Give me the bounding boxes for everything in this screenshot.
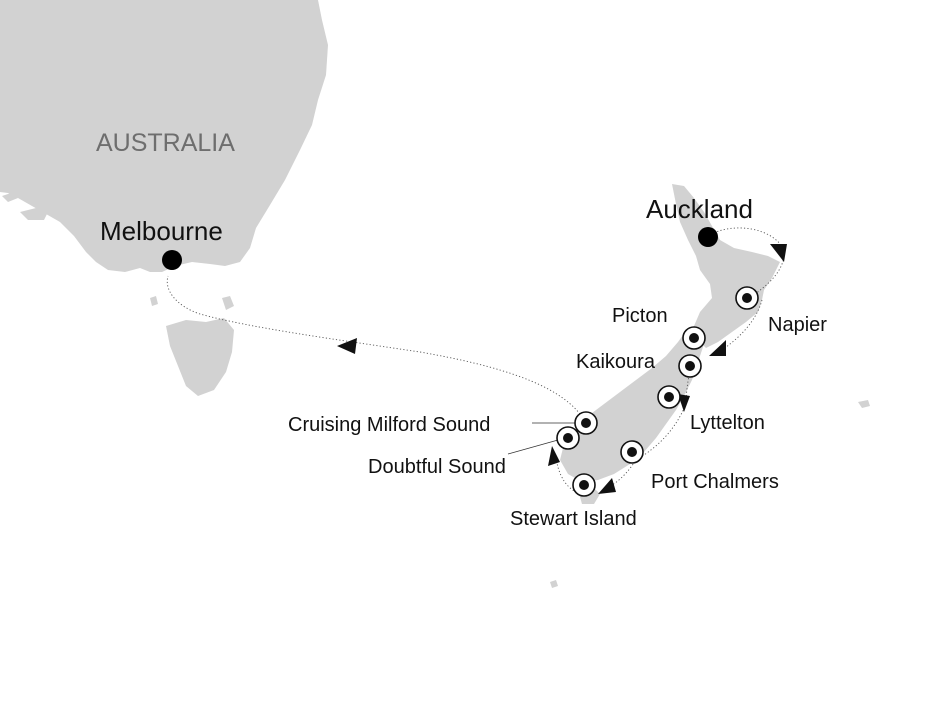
- south-island: [560, 326, 704, 482]
- tasmania: [166, 318, 234, 396]
- label-melbourne: Melbourne: [100, 216, 223, 246]
- cruise-route: [166, 227, 787, 495]
- australia-mainland: [0, 0, 328, 272]
- port-chalmers-marker[interactable]: [620, 440, 644, 464]
- label-leaders: [507, 422, 576, 455]
- melbourne-marker[interactable]: [162, 250, 182, 270]
- lyttelton-marker[interactable]: [657, 385, 681, 409]
- spencer-gulf-island: [2, 192, 18, 202]
- flinders-island: [222, 296, 234, 310]
- label-auckland: Auckland: [646, 194, 753, 224]
- route-arrow-3: [678, 394, 690, 412]
- route-milford-melbourne: [166, 275, 581, 415]
- route-lyttelton-portchalmers: [601, 403, 687, 491]
- label-port-chalmers: Port Chalmers: [651, 471, 779, 493]
- chatham-islands: [858, 400, 870, 408]
- label-lyttelton: Lyttelton: [690, 412, 765, 434]
- route-arrow-4: [598, 478, 616, 494]
- picton-marker[interactable]: [682, 326, 706, 350]
- label-stewart-island: Stewart Island: [510, 508, 637, 530]
- route-arrow-5: [548, 446, 560, 466]
- route-arrow-2: [709, 340, 726, 356]
- port-markers: [162, 227, 759, 497]
- snares-islands: [550, 580, 558, 588]
- label-picton: Picton: [612, 305, 668, 327]
- label-kaikoura: Kaikoura: [576, 351, 656, 373]
- stewart-island-marker[interactable]: [572, 473, 596, 497]
- doubtful-sound-marker[interactable]: [556, 426, 580, 450]
- leader-doubtful: [507, 439, 559, 455]
- kangaroo-island: [20, 208, 48, 220]
- label-napier: Napier: [768, 314, 827, 336]
- napier-marker[interactable]: [735, 286, 759, 310]
- route-arrow-1: [770, 244, 787, 262]
- map-labels: AUSTRALIA Melbourne Auckland Napier Pict…: [96, 129, 827, 530]
- route-arrow-6: [337, 338, 357, 354]
- label-doubtful-sound: Doubtful Sound: [368, 456, 506, 478]
- auckland-marker[interactable]: [698, 227, 718, 247]
- king-island: [150, 296, 158, 306]
- milford-sound-marker[interactable]: [574, 411, 598, 435]
- label-milford-sound: Cruising Milford Sound: [288, 414, 490, 436]
- landmasses: [0, 0, 870, 588]
- region-label-australia: AUSTRALIA: [96, 129, 235, 157]
- kaikoura-marker[interactable]: [678, 354, 702, 378]
